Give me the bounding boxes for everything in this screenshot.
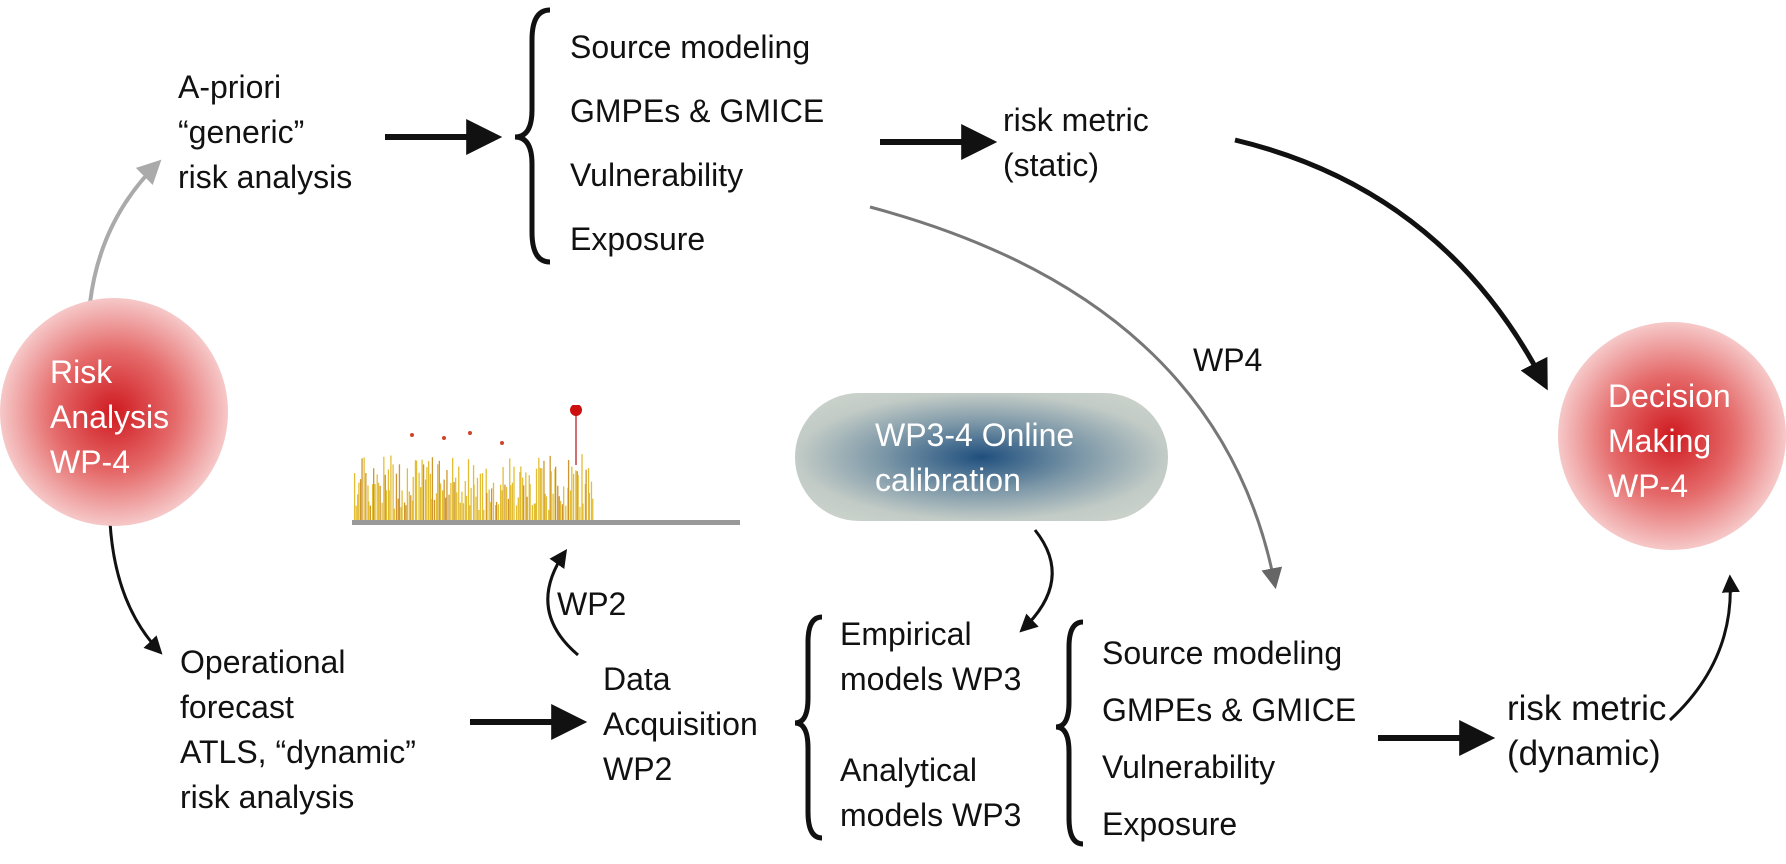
spark-dot: [500, 441, 504, 445]
arrow-static-to-decision: [1234, 137, 1548, 391]
apriori-line: A-priori: [178, 69, 282, 105]
spark-dot: [468, 431, 472, 435]
arrow-wp4-to-bottom-components: [869, 205, 1283, 590]
top-component-item: Vulnerability: [570, 157, 744, 193]
wp2-edge-label: WP2: [557, 582, 626, 627]
brace-models: [794, 614, 823, 841]
brace-bottom-components: [1055, 619, 1084, 847]
risk-analysis-circle: [0, 298, 228, 526]
decision-making-label: Decision Making WP-4: [1608, 374, 1731, 509]
bottom-component-item: Vulnerability: [1102, 749, 1276, 785]
spark-dot: [410, 433, 414, 437]
wp4-text: WP4: [1193, 342, 1263, 378]
risk-metric-dynamic-line: (dynamic): [1507, 734, 1661, 773]
analytical-line: models WP3: [840, 797, 1022, 833]
spark-baseline: [352, 520, 740, 525]
arrow-calibration-to-empirical: [1019, 529, 1054, 633]
apriori-line: risk analysis: [178, 159, 353, 195]
risk-analysis-label: Risk Analysis WP-4: [50, 350, 169, 485]
risk-analysis-line: Risk: [50, 354, 113, 390]
risk-metric-static-line: risk metric: [1003, 102, 1149, 138]
data-acquisition-line: Acquisition: [603, 706, 758, 742]
risk-metric-static-label: risk metric (static): [1003, 98, 1149, 188]
operational-forecast-label: Operational forecast ATLS, “dynamic” ris…: [180, 640, 416, 820]
empirical-line: models WP3: [840, 661, 1022, 697]
spark-dot: [442, 436, 446, 440]
operational-line: ATLS, “dynamic”: [180, 734, 416, 770]
analytical-models-label: Analytical models WP3: [840, 748, 1021, 838]
online-calibration-label: WP3-4 Online calibration: [875, 413, 1074, 503]
top-component-item: Source modeling: [570, 29, 811, 65]
bottom-component-item: Exposure: [1102, 806, 1238, 842]
data-acquisition-line: Data: [603, 661, 671, 697]
spark-peak-marker: [570, 405, 582, 416]
analytical-line: Analytical: [840, 752, 977, 788]
empirical-line: Empirical: [840, 616, 972, 652]
decision-making-circle: [1558, 322, 1786, 550]
empirical-models-label: Empirical models WP3: [840, 612, 1021, 702]
bottom-component-item: Source modeling: [1102, 635, 1343, 671]
seismicity-spark-plot: [352, 405, 740, 525]
wp4-edge-label: WP4: [1193, 338, 1262, 383]
data-acquisition-line: WP2: [603, 751, 673, 787]
risk-analysis-line: Analysis: [50, 399, 170, 435]
bottom-component-item: GMPEs & GMICE: [1102, 692, 1357, 728]
decision-making-line: Making: [1608, 423, 1712, 459]
top-component-item: GMPEs & GMICE: [570, 93, 825, 129]
bottom-component-list: Source modeling GMPEs & GMICE Vulnerabil…: [1102, 625, 1356, 853]
risk-metric-dynamic-line: risk metric: [1507, 689, 1667, 728]
wp2-text: WP2: [557, 586, 627, 622]
brace-top-components: [514, 7, 551, 265]
arrow-data-to-spark: [546, 549, 579, 657]
decision-making-line: Decision: [1608, 378, 1731, 414]
risk-metric-static-line: (static): [1003, 147, 1099, 183]
risk-analysis-line: WP-4: [50, 444, 130, 480]
top-component-item: Exposure: [570, 221, 706, 257]
data-acquisition-label: Data Acquisition WP2: [603, 657, 758, 792]
online-calibration-line: calibration: [875, 462, 1021, 498]
top-component-list: Source modeling GMPEs & GMICE Vulnerabil…: [570, 15, 824, 271]
online-calibration-line: WP3-4 Online: [875, 417, 1075, 453]
apriori-line: “generic”: [178, 114, 305, 150]
decision-making-line: WP-4: [1608, 468, 1688, 504]
online-calibration-pill: [795, 393, 1168, 521]
arrow-risk-to-apriori: [88, 159, 162, 304]
arrow-dynamic-to-decision: [1668, 574, 1740, 722]
operational-line: risk analysis: [180, 779, 355, 815]
operational-line: forecast: [180, 689, 294, 725]
operational-line: Operational: [180, 644, 346, 680]
risk-metric-dynamic-label: risk metric (dynamic): [1507, 686, 1666, 776]
arrow-risk-to-operational: [108, 521, 163, 655]
apriori-label: A-priori “generic” risk analysis: [178, 65, 352, 200]
